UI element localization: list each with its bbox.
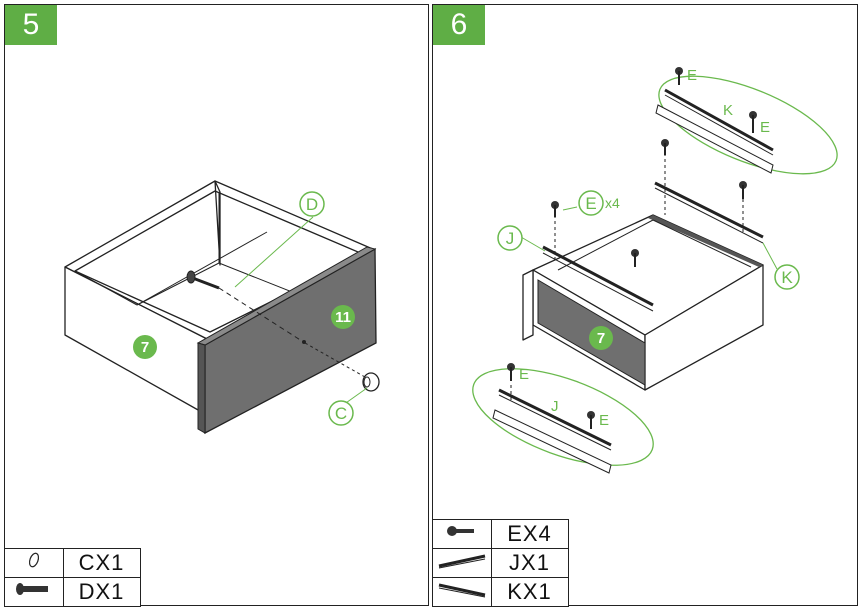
parts-row: DX1 bbox=[3, 576, 141, 607]
screw-icon bbox=[661, 139, 669, 155]
callout-c: C bbox=[328, 400, 354, 426]
step-6-panel: 6 E K E bbox=[431, 4, 858, 607]
parts-row: JX1 bbox=[431, 547, 569, 578]
screw-icon bbox=[631, 249, 639, 267]
step-number-badge: 6 bbox=[433, 5, 485, 45]
part-7-marker: 7 bbox=[589, 326, 613, 350]
drawer-rail-k-icon bbox=[438, 583, 485, 598]
callout-k: K bbox=[774, 264, 800, 290]
drawer-rail-j-icon bbox=[438, 554, 485, 569]
screw-icon bbox=[446, 526, 474, 536]
step-5-panel: 5 bbox=[3, 4, 429, 607]
svg-text:K: K bbox=[723, 102, 733, 119]
screw-icon bbox=[507, 363, 515, 381]
part-quantity: DX1 bbox=[62, 576, 141, 607]
parts-row: CX1 bbox=[3, 547, 141, 578]
callout-j: J bbox=[497, 225, 523, 251]
drawer-rail-installation-illustration: E K E bbox=[472, 67, 838, 474]
screw-icon bbox=[749, 111, 757, 133]
svg-text:E: E bbox=[687, 67, 697, 84]
svg-text:7: 7 bbox=[141, 339, 149, 356]
part-quantity: KX1 bbox=[490, 576, 569, 607]
part-quantity: EX4 bbox=[490, 518, 569, 549]
svg-text:J: J bbox=[551, 398, 559, 415]
svg-text:x4: x4 bbox=[605, 195, 620, 211]
callout-d: D bbox=[299, 191, 325, 217]
svg-text:K: K bbox=[781, 268, 793, 287]
svg-text:J: J bbox=[506, 229, 515, 248]
callout-e: E x4 bbox=[578, 190, 620, 216]
part-7-marker: 7 bbox=[133, 335, 157, 359]
parts-list: CX1 DX1 bbox=[3, 547, 141, 607]
parts-row: KX1 bbox=[431, 576, 569, 607]
parts-row: EX4 bbox=[431, 518, 569, 549]
drawer-front-assembly-illustration: D C 11 7 bbox=[64, 180, 380, 435]
svg-text:E: E bbox=[519, 366, 529, 383]
svg-text:11: 11 bbox=[335, 309, 351, 326]
screw-icon bbox=[587, 411, 595, 429]
screw-icon bbox=[551, 201, 559, 217]
step-number-badge: 5 bbox=[5, 5, 57, 45]
part-quantity: CX1 bbox=[62, 547, 141, 578]
cam-bolt-icon bbox=[186, 270, 220, 290]
screw-icon bbox=[739, 181, 747, 199]
svg-text:D: D bbox=[306, 195, 318, 214]
part-quantity: JX1 bbox=[490, 547, 569, 578]
cam-dowel-icon bbox=[28, 552, 39, 568]
svg-text:7: 7 bbox=[597, 330, 605, 347]
parts-list: EX4 JX1 KX1 bbox=[431, 518, 569, 607]
part-11-marker: 11 bbox=[331, 305, 355, 329]
cam-bolt-icon bbox=[15, 583, 48, 595]
svg-text:C: C bbox=[335, 404, 347, 423]
screw-icon bbox=[675, 67, 683, 85]
svg-text:E: E bbox=[599, 412, 609, 429]
svg-text:E: E bbox=[760, 119, 770, 136]
svg-text:E: E bbox=[585, 194, 596, 213]
